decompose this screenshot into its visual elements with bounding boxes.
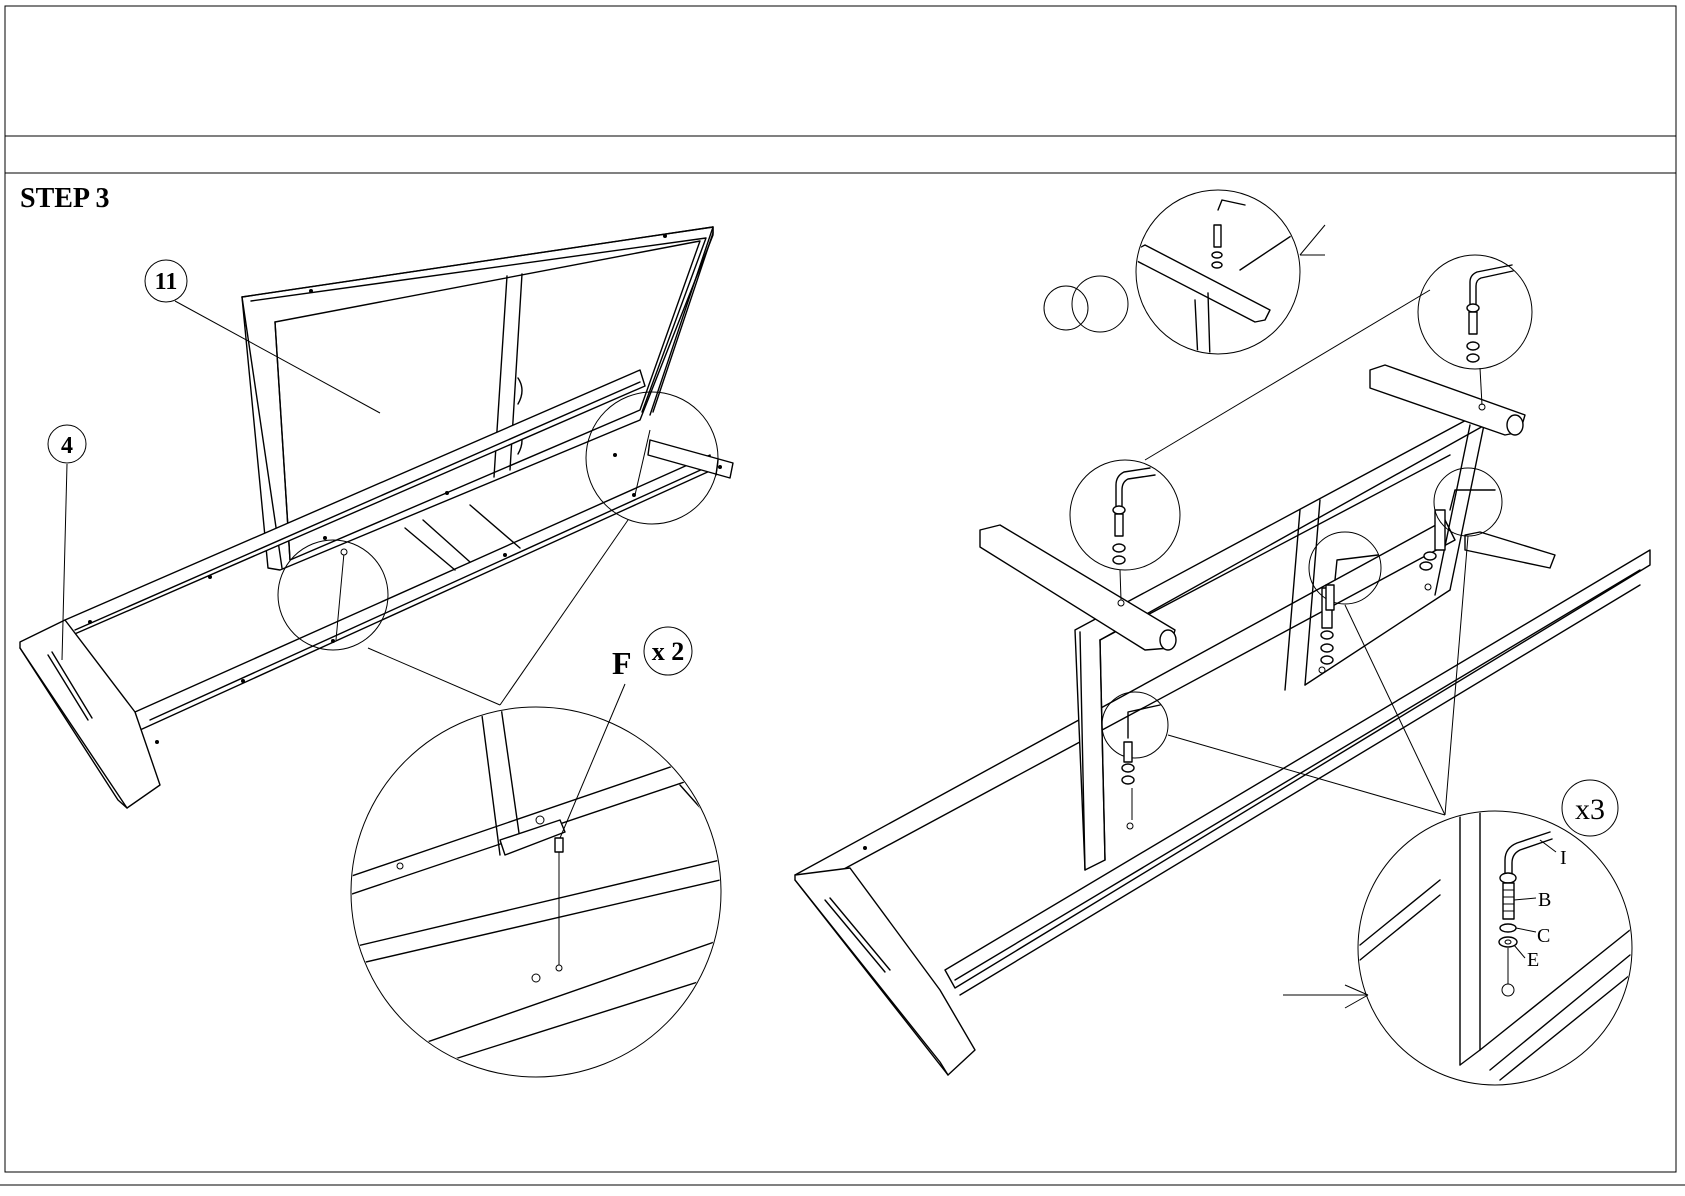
spring-washer-icon: [1500, 924, 1516, 932]
callout-panel-11-number: 11: [155, 269, 178, 295]
dowel-detail-circle: [340, 700, 721, 1077]
direction-arrow-icon: [1283, 985, 1368, 1008]
step-title: STEP 3: [20, 183, 109, 214]
bolt-set-detail-circle: [1358, 810, 1632, 1085]
callout-dowel-f: F x 2: [612, 627, 692, 681]
spring-washer-label: C: [1537, 925, 1550, 947]
dowel-letter-label: F: [612, 645, 632, 681]
bolt-label: B: [1538, 889, 1551, 911]
sheet-frame: [0, 6, 1685, 1185]
flat-washer-label: E: [1527, 949, 1539, 971]
bolt-icon: [1503, 883, 1514, 919]
allen-key-label: I: [1560, 847, 1567, 869]
right-assembly-drawing: x3 I B C E: [795, 190, 1650, 1085]
callout-base-4-number: 4: [61, 433, 73, 459]
dowel-quantity-label: x 2: [652, 637, 685, 666]
bolt-set-quantity-label: x3: [1575, 793, 1605, 826]
detail-bubble-top: [1044, 190, 1325, 360]
